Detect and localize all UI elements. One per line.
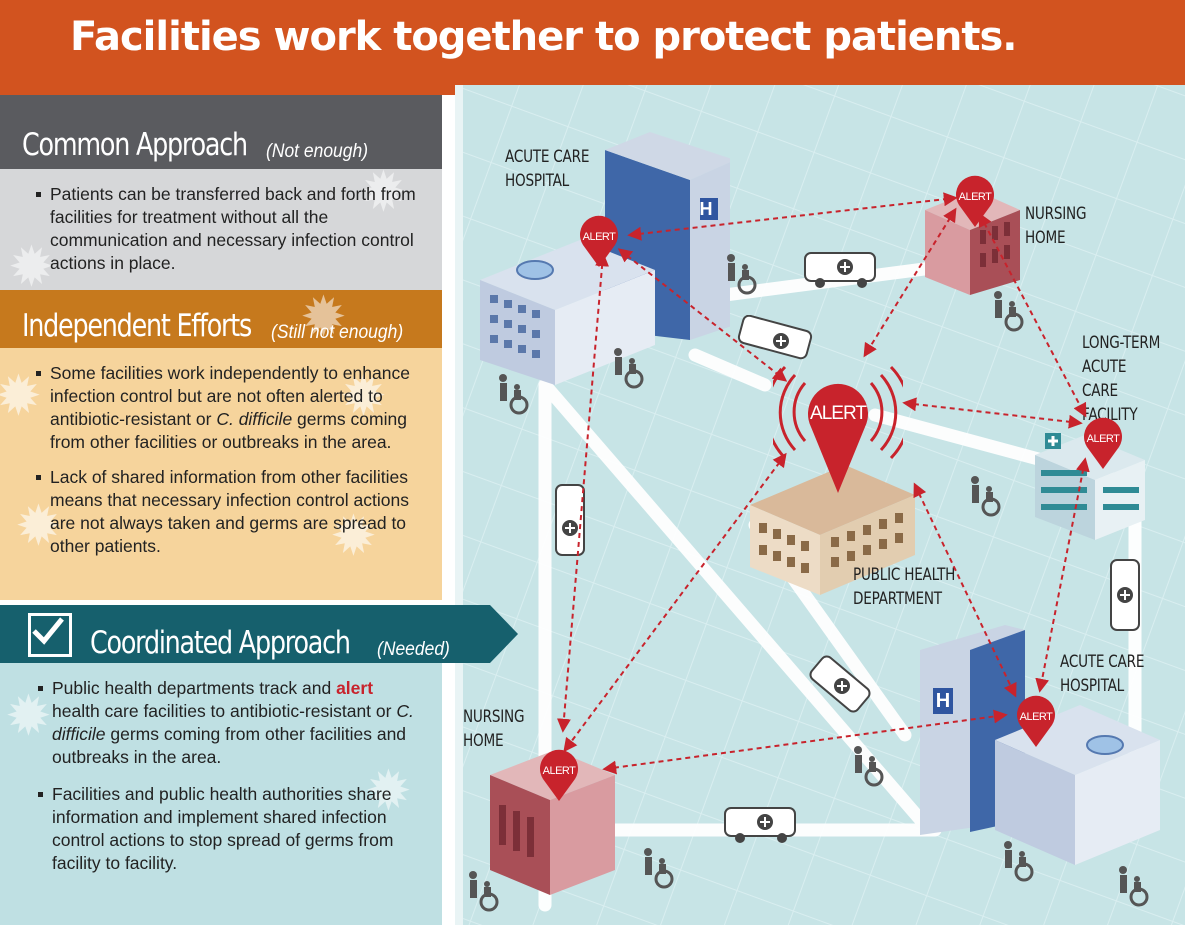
bullet-item: Facilities and public health authorities… [30,783,422,875]
alert-pin-icon [540,749,578,801]
alert-pin-icon [1084,417,1122,469]
independent-efforts-body: ✹ ✹ ✹ ✹ Some facilities work independent… [0,348,442,600]
alert-arrows [556,192,1090,775]
wheelchair-patient-icon [1119,866,1149,907]
germ-icon: ✹ [5,684,52,747]
checkbox-checked-icon [28,613,72,657]
bullet-item: Some facilities work independently to en… [28,362,422,454]
coordinated-approach-body: ✹ ✹ Public health departments track and … [0,663,442,925]
panel-title: Coordinated Approach [90,625,351,661]
ambulance-icon [809,655,871,713]
independent-efforts-heading: Independent Efforts (Still not enough) [0,290,442,348]
germ-icon: ✹ [365,759,412,822]
nursing-home-bottom-building [490,750,615,895]
panel-qualifier: (Not enough) [266,141,369,162]
coordinated-approach-panel: Coordinated Approach (Needed) ✹ ✹ Public… [0,605,518,925]
ambulance-icon [724,807,796,843]
independent-efforts-panel: Independent Efforts (Still not enough) ✹… [0,290,442,600]
common-approach-heading: Common Approach (Not enough) [0,95,442,169]
alert-pin-label: ALERT [1086,433,1120,445]
germ-icon: ✹ [8,235,55,298]
header-banner: Facilities work together to protect pati… [0,0,1185,200]
germ-icon: ✹ [0,364,42,427]
bullet-item: Public health departments track and aler… [30,677,422,769]
alert-pin-label: ALERT [1019,711,1053,723]
germ-icon: ✹ [340,364,387,427]
alert-pin-icon [580,215,618,267]
wheelchair-patient-icon [469,871,499,912]
germ-icon: ✹ [300,285,347,348]
main-alert-pin-icon [808,383,868,493]
wheelchair-patient-icon [1004,841,1034,882]
facility-network-map: ACUTE CARE HOSPITAL H NURSING HOME LONG-… [455,85,1185,925]
panel-title: Independent Efforts [22,308,252,344]
alert-pin-icon [1017,695,1055,747]
panel-qualifier: (Needed) [376,639,450,660]
label-acute-care-hospital-top: ACUTE CARE HOSPITAL [505,147,590,191]
germ-icon: ✹ [15,494,62,557]
germ-icon: ✹ [330,504,377,567]
broadcast-waves-icon [773,365,903,460]
alert-pin-icon [956,175,994,227]
ambulance-icon [1110,559,1140,631]
wheelchair-patient-icon [499,374,529,415]
ambulance-icon [804,252,876,288]
wheelchair-patient-icon [644,848,674,889]
main-alert-pin-label: ALERT [810,403,867,424]
label-ltac-facility: LONG-TERM ACUTE CARE FACILITY [1082,333,1161,425]
bullet-item: Patients can be transferred back and for… [28,183,422,275]
bullet-item: Lack of shared information from other fa… [28,466,422,558]
panel-qualifier: (Still not enough) [271,322,404,343]
label-nursing-home-bottom: NURSING HOME [463,707,525,751]
panel-title: Common Approach [22,127,248,163]
germ-icon: ✹ [360,169,407,223]
alert-pin-label: ALERT [582,231,616,243]
alert-pin-label: ALERT [542,765,576,777]
page-title: Facilities work together to protect pati… [70,14,1018,60]
coordinated-approach-heading: Coordinated Approach (Needed) [0,605,520,663]
alert-pin-label: ALERT [958,191,992,203]
